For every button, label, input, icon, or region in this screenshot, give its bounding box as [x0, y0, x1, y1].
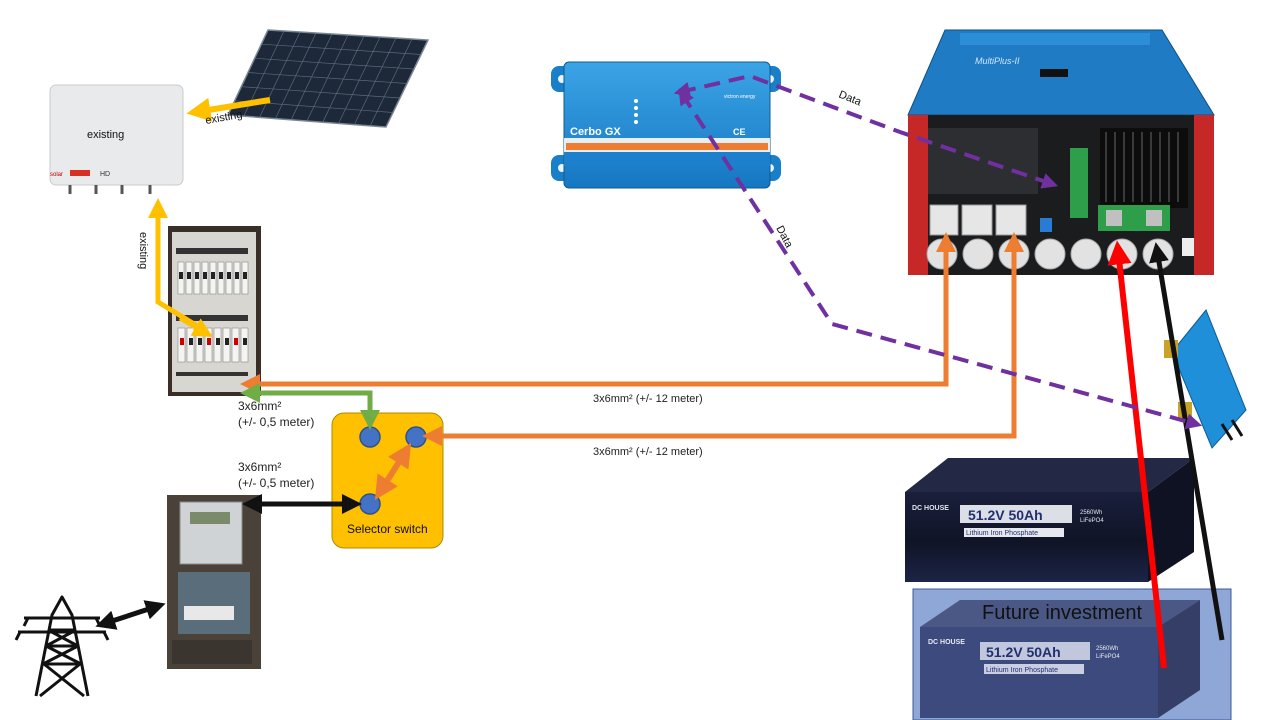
panel-cell-line — [254, 57, 415, 70]
breaker-toggle — [235, 272, 239, 279]
cable-gland — [962, 238, 994, 270]
cable-short-1-line2: (+/- 0,5 meter) — [238, 415, 315, 429]
solar-inverter: existing solar HD — [49, 84, 184, 194]
cerbo-brand: victron energy — [724, 94, 756, 100]
inverter-logo-mark — [70, 170, 90, 176]
battery-1-chemistry: Lithium Iron Phosphate — [966, 530, 1038, 537]
battery-1-voltage: 51.2V 50Ah — [968, 507, 1043, 523]
cable-long-1-label: 3x6mm² (+/- 12 meter) — [593, 393, 703, 405]
cerbo-ce-mark: CE — [733, 127, 746, 137]
panel-cell-line — [261, 43, 422, 55]
solar-panel-link — [186, 97, 271, 122]
cable-short-2-line2: (+/- 0,5 meter) — [238, 476, 315, 490]
breaker-toggle — [179, 272, 183, 279]
cable-short-2-line1: 3x6mm² — [238, 460, 282, 474]
data-label-1: Data — [837, 89, 864, 109]
battery-1-type: LiFePO4 — [1080, 518, 1104, 524]
distribution-panel — [168, 226, 261, 396]
grid-meter-cable — [95, 600, 166, 630]
battery-2-type: LiFePO4 — [1096, 654, 1120, 660]
battery-1: 51.2V 50Ah Lithium Iron Phosphate 2560Wh… — [905, 458, 1194, 582]
battery-2-chemistry: Lithium Iron Phosphate — [986, 667, 1058, 674]
breaker-toggle — [211, 272, 215, 279]
breaker-toggle — [203, 272, 207, 279]
breaker-toggle — [243, 338, 247, 345]
cable-gland — [1070, 238, 1102, 270]
breaker-toggle — [216, 338, 220, 345]
switch-terminal-meter — [359, 493, 381, 515]
inverter-brand-b: HD — [100, 171, 110, 178]
breaker-toggle — [207, 338, 211, 345]
cable-gland — [926, 238, 958, 270]
power-pylon — [14, 595, 110, 698]
inverter-label: existing — [87, 129, 124, 141]
battery-2-energy: 2560Wh — [1096, 646, 1118, 652]
future-label: Future investment — [982, 602, 1143, 624]
cable-short-1-label: 3x6mm² (+/- 0,5 meter) — [238, 398, 314, 430]
cerbo-gx: Cerbo GX victron energy CE — [551, 61, 781, 189]
breaker-toggle — [180, 338, 184, 345]
battery-1-energy: 2560Wh — [1080, 510, 1102, 516]
switch-terminal-grid — [359, 426, 381, 448]
cerbo-name: Cerbo GX — [570, 126, 621, 138]
breaker-toggle — [187, 272, 191, 279]
breaker-toggle — [189, 338, 193, 345]
panel-cell-line — [247, 72, 408, 84]
breaker-toggle — [219, 272, 223, 279]
switch-terminal-inverter — [405, 426, 427, 448]
breaker-toggle — [225, 338, 229, 345]
selector-switch-label: Selector switch — [347, 522, 428, 536]
panel-link-label: existing — [137, 232, 149, 269]
ac-out-cable — [240, 232, 956, 394]
solar-panel — [226, 29, 430, 128]
breaker-toggle — [198, 338, 202, 345]
panel-inverter-link-head — [178, 315, 213, 337]
breaker-toggle — [243, 272, 247, 279]
future-investment-box: 51.2V 50Ah Lithium Iron Phosphate 2560Wh… — [912, 588, 1232, 720]
battery-1-brand: DC HOUSE — [912, 505, 949, 512]
cable-long-2-label: 3x6mm² (+/- 12 meter) — [593, 446, 703, 458]
battery-2-brand: DC HOUSE — [928, 639, 965, 646]
battery-2-voltage: 51.2V 50Ah — [986, 644, 1061, 660]
cable-gland — [1034, 238, 1066, 270]
cable-short-2-label: 3x6mm² (+/- 0,5 meter) — [238, 459, 314, 491]
breaker-toggle — [195, 272, 199, 279]
panel-cell-line — [241, 86, 401, 99]
breaker-toggle — [234, 338, 238, 345]
cable-short-1-line1: 3x6mm² — [238, 399, 282, 413]
data-cable-shunt — [678, 88, 1203, 430]
breaker-toggle — [227, 272, 231, 279]
multiplus-name: MultiPlus-II — [975, 56, 1020, 66]
energy-meter — [167, 495, 261, 669]
grid-link-cable — [240, 383, 380, 430]
inverter-brand-a: solar — [50, 172, 63, 178]
data-label-2: Data — [773, 224, 795, 251]
selector-arrow — [374, 442, 412, 501]
